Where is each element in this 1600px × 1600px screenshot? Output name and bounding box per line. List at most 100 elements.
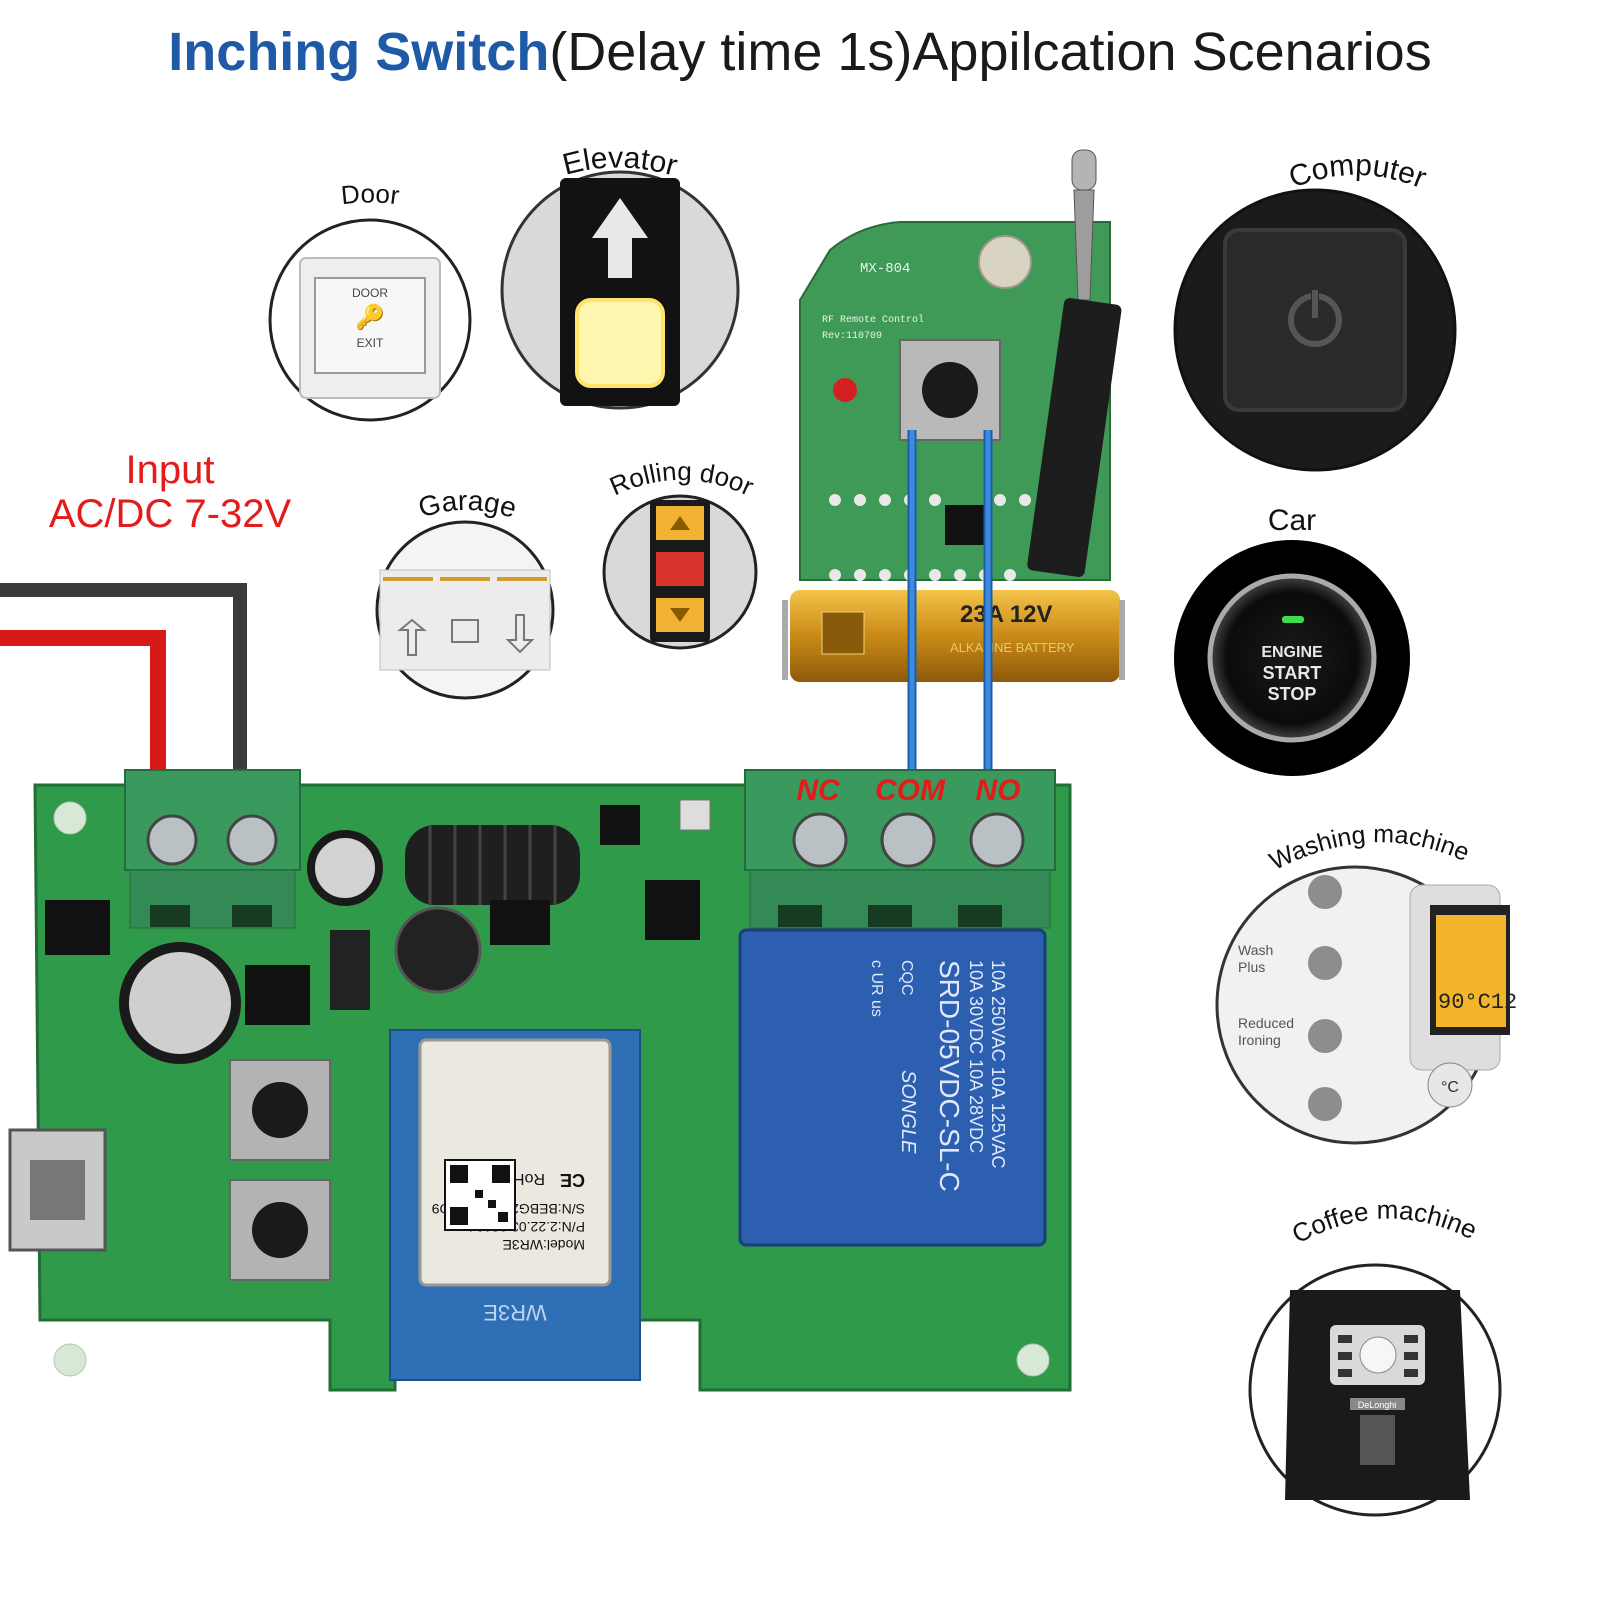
micro-usb-opening (30, 1160, 85, 1220)
screw-no (969, 812, 1025, 868)
ic-4 (645, 880, 700, 940)
rf-remote: MX-804 RF Remote Control Rev:110709 23A … (782, 149, 1125, 682)
module-board-text: WR3E (483, 1300, 547, 1325)
door-plate-bottom: EXIT (357, 336, 384, 350)
rolling-down-icon (670, 608, 690, 622)
garage-down-icon (505, 614, 535, 654)
screw-com (880, 812, 936, 868)
black-wire (0, 583, 247, 790)
remote-battery (790, 590, 1120, 682)
computer-label: Computer (1285, 149, 1431, 195)
ic-1 (45, 900, 110, 955)
remote-chip (945, 505, 985, 545)
car-start-button (1207, 573, 1377, 743)
door-scenario: DOOR 🔑 EXIT Door (268, 178, 472, 422)
coffee-brand-plate (1350, 1398, 1405, 1410)
wash-display (1436, 915, 1506, 1027)
ic-2 (245, 965, 310, 1025)
door-label-text: Door (340, 178, 402, 210)
elevator-scenario: Elevator (500, 141, 740, 410)
crystal (679, 799, 711, 831)
wash-buttons (1308, 875, 1342, 1121)
garage-led-1 (383, 577, 433, 581)
remote-button (922, 362, 978, 418)
terminal-nc-label: NC (796, 774, 841, 807)
garage-led-2 (440, 577, 490, 581)
remote-wires (907, 430, 993, 780)
pcb-button-2-cap (252, 1202, 308, 1258)
door-plate-top: DOOR (352, 286, 388, 300)
rolling-door-scenario: Rolling door (602, 456, 759, 650)
computer-scenario: Computer (1173, 149, 1457, 472)
wash-opt1: Wash (1238, 942, 1273, 958)
input-label-line1: Input (125, 448, 215, 492)
red-wire (0, 630, 166, 790)
screw-nc (792, 812, 848, 868)
remote-line2: Rev:110709 (822, 331, 882, 342)
wash-display-text: 90°C12 (1438, 990, 1517, 1015)
ic-3 (600, 805, 640, 845)
antenna-shaft (1073, 189, 1095, 301)
output-slot-com (868, 905, 912, 927)
output-slot-no (958, 905, 1002, 927)
remote-line1: RF Remote Control (822, 314, 924, 326)
coffee-machine-body (1285, 1290, 1470, 1500)
arrow-up-icon (592, 198, 648, 278)
remote-led (833, 378, 857, 402)
relay-us: c UR us (868, 960, 885, 1017)
remote-crystal (978, 235, 1032, 289)
door-exit-button (314, 277, 426, 374)
input-terminal-slot-1 (150, 905, 190, 927)
qr-pattern (450, 1165, 510, 1225)
coffee-machine-scenario: DeLonghi Coffee machine (1248, 1195, 1502, 1517)
battery-brand: ALKALINE BATTERY (950, 640, 1075, 655)
remote-model: MX-804 (860, 261, 910, 277)
car-button-line2: START (1263, 663, 1322, 683)
elevator-button (575, 298, 665, 388)
garage-up-icon (397, 618, 427, 656)
garage-stop-icon (451, 619, 479, 643)
coil-turns (428, 825, 557, 905)
garage-scenario: Garage (375, 485, 555, 700)
relay-rating-line1: 10A 250VAC 10A 125VAC (988, 960, 1008, 1169)
module-ce: CE (560, 1170, 585, 1190)
terminal-no-label: NO (976, 774, 1021, 807)
input-terminal-slot-2 (232, 905, 272, 927)
garage-led-3 (497, 577, 547, 581)
power-icon-bar (1312, 290, 1318, 318)
wash-opt2: Plus (1238, 959, 1265, 975)
module-model: Model:WR3E (503, 1237, 585, 1253)
key-icon: 🔑 (355, 302, 385, 331)
coil-inductor (405, 825, 580, 905)
battery-logo (821, 611, 865, 655)
relay-rating-line2: 10A 30VDC 10A 28VDC (966, 960, 986, 1153)
page-title: Inching Switch(Delay time 1s)Appilcation… (0, 18, 1600, 86)
coffee-dial (1359, 1336, 1397, 1374)
car-indicator-light (1282, 616, 1304, 623)
car-scenario: Car ENGINE START STOP (1174, 504, 1410, 776)
relay-label-group: 10A 250VAC 10A 125VAC 10A 30VDC 10A 28VD… (868, 960, 1008, 1192)
coffee-buttons (1338, 1335, 1418, 1377)
board-text-group: WR3E (483, 1300, 547, 1325)
coffee-brand: DeLonghi (1358, 1400, 1397, 1410)
input-terminal-block (124, 769, 301, 871)
terminal-com-label: COM (875, 774, 946, 807)
pcb-button-1-cap (252, 1082, 308, 1138)
title-rest: (Delay time 1s)Appilcation Scenarios (549, 22, 1432, 82)
capacitor-large (119, 942, 241, 1064)
wash-opt3: Reduced (1238, 1015, 1294, 1031)
title-highlight: Inching Switch (168, 22, 550, 82)
capacitor-small (307, 830, 383, 906)
relay (738, 928, 1047, 1247)
input-screw-1 (146, 814, 198, 866)
coffee-spout (1360, 1415, 1395, 1465)
relay-board: NC COM NO Model:WR3E P/N:2.22.03. (8, 769, 1072, 1392)
computer-label-text: Computer (1285, 149, 1431, 195)
wash-temp-button (1427, 1062, 1473, 1108)
antenna-tip (1071, 149, 1097, 191)
battery-label: 23A 12V (960, 601, 1053, 628)
antenna-sleeve (1027, 298, 1122, 577)
power-inductor (394, 906, 482, 994)
input-label-line2: AC/DC 7-32V (48, 492, 292, 536)
